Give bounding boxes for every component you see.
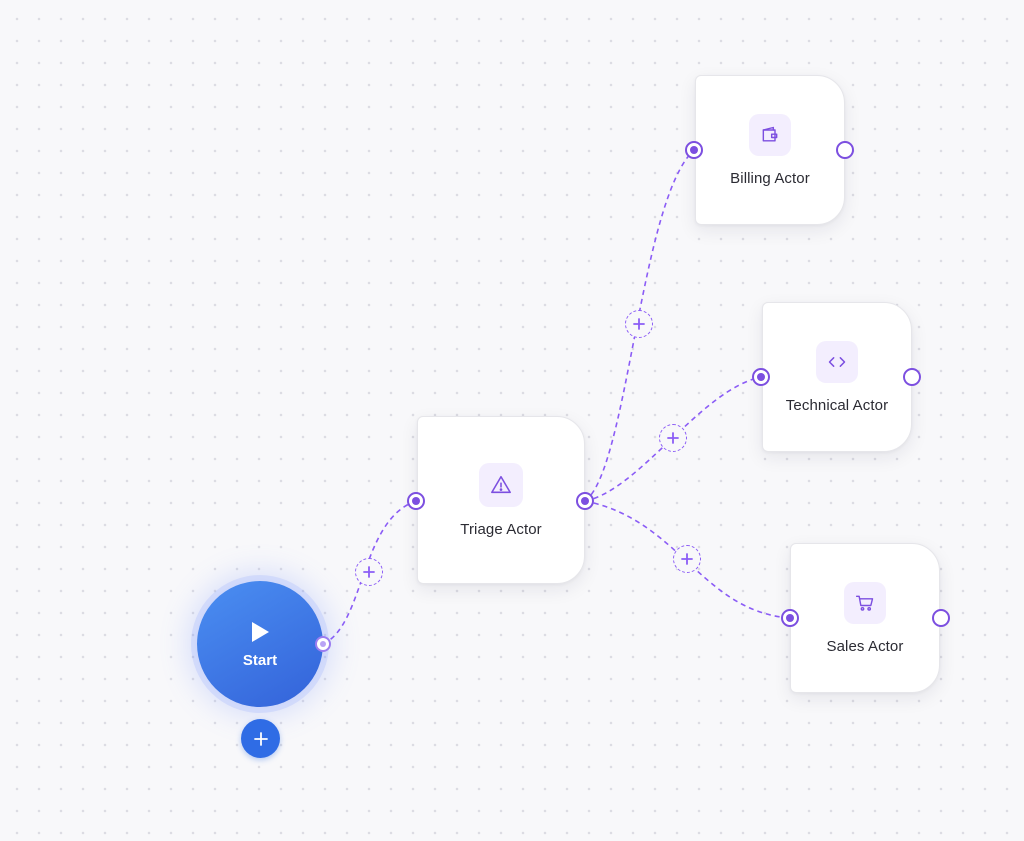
actor-icon-container <box>749 113 791 156</box>
actor-label-technical: Technical Actor <box>785 396 889 414</box>
plus-icon <box>633 318 645 330</box>
actor-icon-container <box>844 581 886 624</box>
plus-icon <box>667 432 679 444</box>
billing-input-port[interactable] <box>685 141 703 159</box>
start-label: Start <box>242 651 278 669</box>
start-node[interactable]: Start <box>197 581 323 707</box>
actor-label-billing: Billing Actor <box>730 169 810 187</box>
billing-output-port[interactable] <box>836 141 854 159</box>
start-output-port[interactable] <box>315 636 331 652</box>
actor-icon-container <box>479 462 523 507</box>
actor-label-triage: Triage Actor <box>460 520 542 538</box>
edge-start-triage-add-button[interactable] <box>355 558 383 586</box>
actor-node-billing[interactable]: Billing Actor <box>695 75 845 225</box>
start-add-button[interactable] <box>241 719 280 758</box>
edge-triage-sales-add-button[interactable] <box>673 545 701 573</box>
sales-input-port[interactable] <box>781 609 799 627</box>
technical-input-port[interactable] <box>752 368 770 386</box>
triage-input-port[interactable] <box>407 492 425 510</box>
edge-triage-billing-add-button[interactable] <box>625 310 653 338</box>
actor-node-triage[interactable]: Triage Actor <box>417 416 585 584</box>
play-icon <box>252 621 269 642</box>
actor-label-sales: Sales Actor <box>826 637 904 655</box>
plus-icon <box>253 731 268 746</box>
actor-icon-container <box>816 340 858 383</box>
plus-icon <box>363 566 375 578</box>
technical-output-port[interactable] <box>903 368 921 386</box>
wallet-icon <box>762 126 778 142</box>
plus-icon <box>681 553 693 565</box>
edge-triage-technical-add-button[interactable] <box>659 424 687 452</box>
shopping-cart-icon <box>855 595 874 611</box>
alert-triangle-icon <box>491 475 511 493</box>
actor-node-sales[interactable]: Sales Actor <box>790 543 940 693</box>
sales-output-port[interactable] <box>932 609 950 627</box>
actor-node-technical[interactable]: Technical Actor <box>762 302 912 452</box>
code-icon <box>828 356 846 367</box>
triage-output-port[interactable] <box>576 492 594 510</box>
